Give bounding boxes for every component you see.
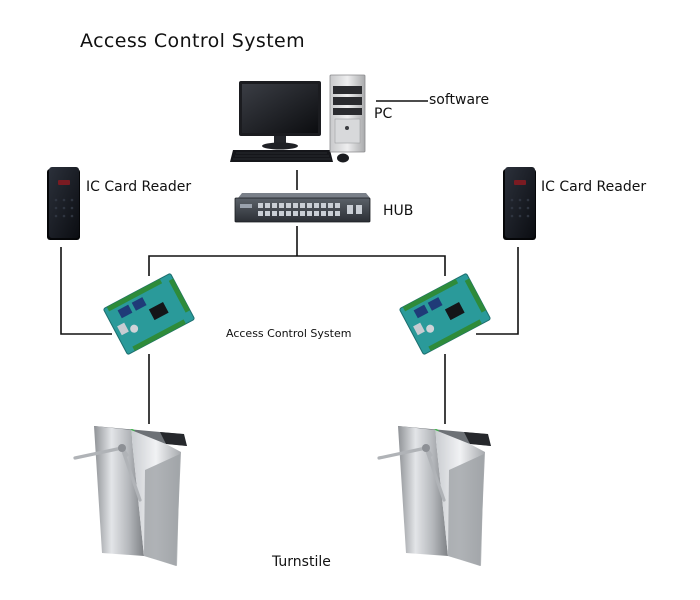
connection-lines	[60, 100, 519, 424]
pc-label: PC	[374, 106, 393, 122]
card-reader-right-face	[505, 167, 535, 238]
controller-board-right-relay-1	[413, 304, 429, 319]
controller-board-right-port	[413, 322, 425, 336]
turnstile-left	[73, 426, 187, 566]
controller-board-right-chip	[444, 302, 465, 321]
hub-label: HUB	[383, 203, 414, 219]
controller-label: Access Control System	[226, 327, 352, 340]
turnstile-right-leg	[448, 454, 484, 566]
hub-top	[238, 193, 370, 198]
card-reader-right-keys	[510, 198, 530, 218]
card-reader-right-label: IC Card Reader	[541, 179, 647, 195]
controller-board-right	[399, 273, 491, 355]
keyboard-keys	[233, 152, 331, 160]
tower-panel	[334, 118, 361, 144]
controller-board-left-relay-2	[131, 297, 147, 311]
turnstile-right-hub	[422, 444, 430, 452]
tower-power	[345, 126, 349, 130]
monitor-base	[262, 142, 298, 150]
monitor-screen	[242, 84, 318, 133]
controller-board-left-relay-1	[117, 304, 133, 319]
card-reader-left-led	[58, 180, 70, 185]
software-label: software	[429, 92, 490, 108]
controller-board-left-cap	[130, 324, 139, 333]
hub-logo	[240, 204, 252, 208]
monitor-neck	[274, 136, 286, 144]
left-reader-line	[60, 247, 112, 335]
diagram-title: Access Control System	[80, 30, 306, 52]
controller-board-left-terminal-top	[106, 278, 163, 312]
controller-board-right-terminal-bottom	[428, 319, 482, 352]
tower-bay-3	[333, 108, 362, 115]
card-reader-left-face	[49, 167, 79, 238]
controller-board-left-chip	[148, 302, 169, 321]
card-reader-left	[47, 167, 80, 240]
tower-bay-2	[333, 97, 362, 105]
turnstile-left-black-cap	[160, 432, 187, 446]
bus-line	[148, 255, 446, 276]
controller-board-left-terminal-bottom	[132, 319, 186, 352]
controller-board-right-cap	[426, 324, 435, 333]
turnstile-right-body-front	[398, 426, 448, 556]
controller-board-right-terminal-top	[402, 278, 459, 312]
controller-board-left-port	[117, 322, 129, 336]
card-reader-left-keys	[54, 198, 74, 218]
controller-board-left	[103, 273, 195, 355]
turnstile-right-black-cap	[464, 432, 491, 446]
turnstile-right	[377, 426, 491, 566]
card-reader-right-led	[514, 180, 526, 185]
turnstile-left-leg	[144, 454, 180, 566]
pc-computer	[230, 74, 366, 163]
controller-board-right-terminal-side	[464, 278, 487, 313]
card-reader-left-label: IC Card Reader	[86, 179, 192, 195]
card-reader-right	[503, 167, 536, 240]
hub-switch	[234, 193, 371, 223]
turnstile-left-body-front	[94, 426, 144, 556]
turnstile-label: Turnstile	[272, 554, 331, 570]
mouse	[337, 153, 349, 163]
tower-bay-1	[333, 86, 362, 94]
controller-board-left-terminal-side	[168, 278, 191, 313]
hub-ports	[258, 203, 362, 216]
turnstile-left-hub	[118, 444, 126, 452]
right-reader-line	[476, 247, 519, 335]
controller-board-right-relay-2	[427, 297, 443, 311]
